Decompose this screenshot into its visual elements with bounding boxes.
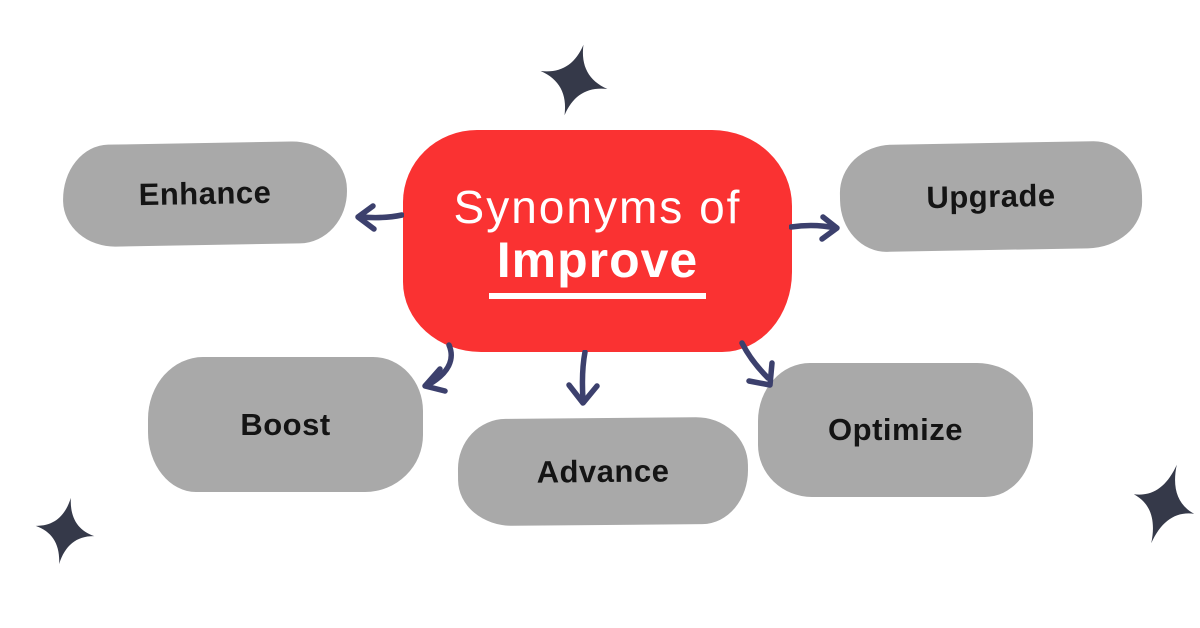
arrow-to-optimize-icon — [734, 340, 780, 394]
synonym-label: Enhance — [138, 174, 272, 213]
synonym-blob-advance: Advance — [457, 416, 749, 527]
synonym-label: Upgrade — [926, 177, 1056, 215]
synonym-label: Advance — [536, 452, 670, 490]
synonym-blob-upgrade: Upgrade — [839, 140, 1143, 253]
center-card: Synonyms of Improve — [403, 130, 792, 352]
arrow-to-boost-icon — [413, 342, 459, 394]
arrow-to-enhance-icon — [352, 202, 404, 234]
synonym-blob-boost: Boost — [148, 357, 423, 492]
sparkle-icon-top — [529, 34, 618, 126]
sparkle-icon-bottom-left — [28, 491, 101, 571]
center-title-prefix: Synonyms of — [453, 180, 742, 233]
synonym-blob-optimize: Optimize — [758, 363, 1033, 497]
sparkle-icon-right — [1119, 453, 1200, 555]
arrow-to-upgrade-icon — [789, 212, 843, 244]
synonym-label: Optimize — [828, 412, 963, 447]
center-keyword: Improve — [488, 233, 707, 300]
arrow-to-advance-icon — [563, 350, 603, 412]
synonym-label: Boost — [240, 406, 331, 442]
synonym-blob-enhance: Enhance — [62, 140, 348, 248]
